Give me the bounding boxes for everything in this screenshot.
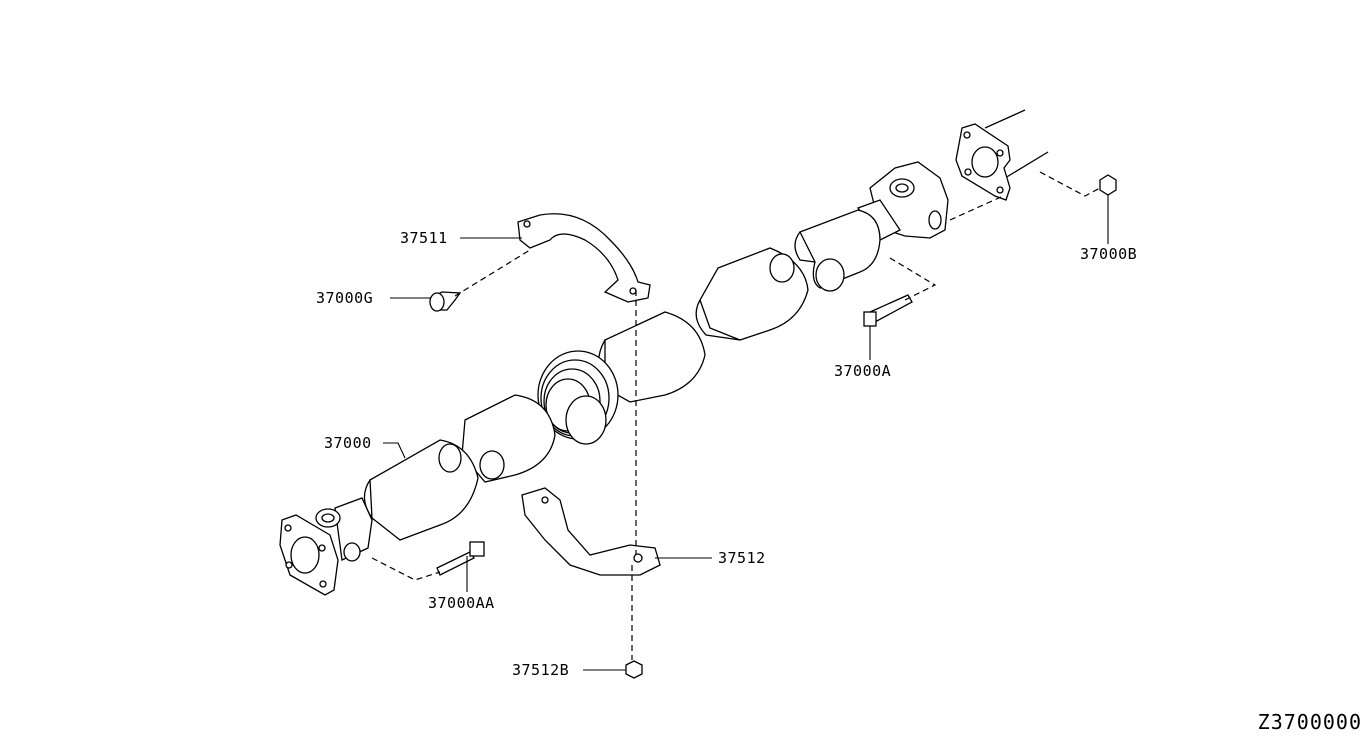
upper-bracket-37511 xyxy=(517,213,651,303)
rear-tube xyxy=(794,209,881,292)
callout-37000AA: 37000AA xyxy=(428,594,495,612)
lower-bracket-37512 xyxy=(521,487,661,576)
bolt-37000AA xyxy=(436,541,485,576)
bolt-37000G xyxy=(429,291,462,312)
nut-37512B xyxy=(625,660,643,679)
nut-37000B xyxy=(1099,174,1117,196)
bolt-37000A xyxy=(863,294,913,327)
front-tube xyxy=(363,439,479,541)
callout-37000A: 37000A xyxy=(834,362,892,380)
front-middle-tube xyxy=(461,394,556,483)
callout-37000B: 37000B xyxy=(1080,245,1138,263)
middle-rear-tube xyxy=(695,247,809,341)
rear-flange xyxy=(955,109,1049,201)
callout-37512B: 37512B xyxy=(512,661,570,679)
leader-lines xyxy=(383,194,1109,671)
center-bearing xyxy=(537,350,619,445)
callout-37511: 37511 xyxy=(400,229,448,247)
callout-37000: 37000 xyxy=(324,434,372,452)
assembly-lines xyxy=(371,171,1101,660)
figure-id: Z3700000 xyxy=(1257,710,1362,734)
callout-37000G: 37000G xyxy=(316,289,374,307)
center-tube xyxy=(597,311,706,403)
callout-37512: 37512 xyxy=(718,549,766,567)
front-universal-joint xyxy=(279,497,373,596)
